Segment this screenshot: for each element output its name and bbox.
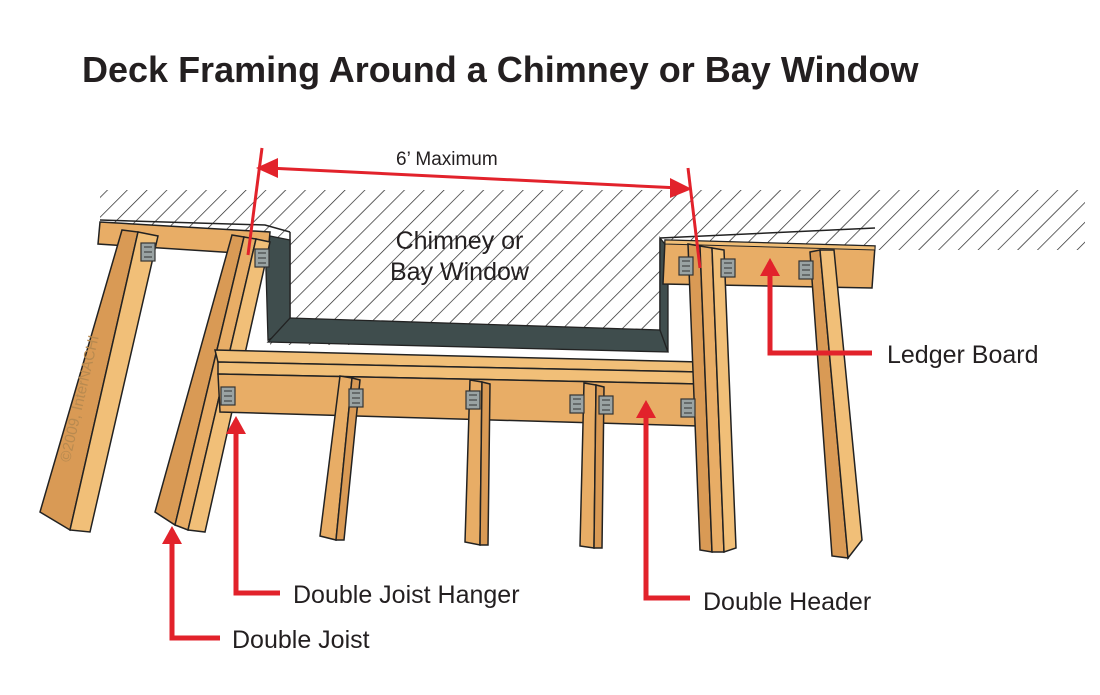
joist-hanger <box>254 248 270 268</box>
dimension-label: 6’ Maximum <box>396 149 498 170</box>
double-joist-hanger <box>680 398 696 418</box>
double-header <box>214 349 701 427</box>
double-joist-hanger <box>220 386 236 406</box>
dimension-line <box>246 147 702 269</box>
leader-ledger-board <box>767 262 872 356</box>
leader-lines <box>162 258 872 641</box>
dimension-arrow-right <box>670 178 692 198</box>
diagram-title: Deck Framing Around a Chimney or Bay Win… <box>82 49 919 90</box>
dimension-arrow-left <box>256 158 278 178</box>
chimney-label: Chimney or Bay Window <box>390 226 529 288</box>
joist-hanger <box>140 242 156 262</box>
chimney-label-line-2: Bay Window <box>390 258 529 286</box>
joist-hanger <box>569 394 585 414</box>
joist-hanger <box>678 256 694 276</box>
leader-double-joist <box>169 530 220 641</box>
label-ledger-board: Ledger Board <box>887 341 1039 369</box>
joist-hanger <box>348 388 364 408</box>
label-double-joist-hanger: Double Joist Hanger <box>293 581 520 609</box>
joist-hanger <box>465 390 481 410</box>
far-left-joist <box>39 229 159 533</box>
leader-double-joist-hanger <box>233 420 280 596</box>
label-double-joist: Double Joist <box>232 626 370 654</box>
joist-hanger <box>598 395 614 415</box>
leader-double-header <box>643 404 690 601</box>
joist-hanger <box>720 258 736 278</box>
far-right-joist <box>809 249 863 560</box>
right-double-joist <box>687 243 737 554</box>
chimney-label-line-1: Chimney or <box>395 227 524 255</box>
joist-hanger <box>798 260 814 280</box>
tail-joists <box>319 375 605 549</box>
label-double-header: Double Header <box>703 588 872 616</box>
